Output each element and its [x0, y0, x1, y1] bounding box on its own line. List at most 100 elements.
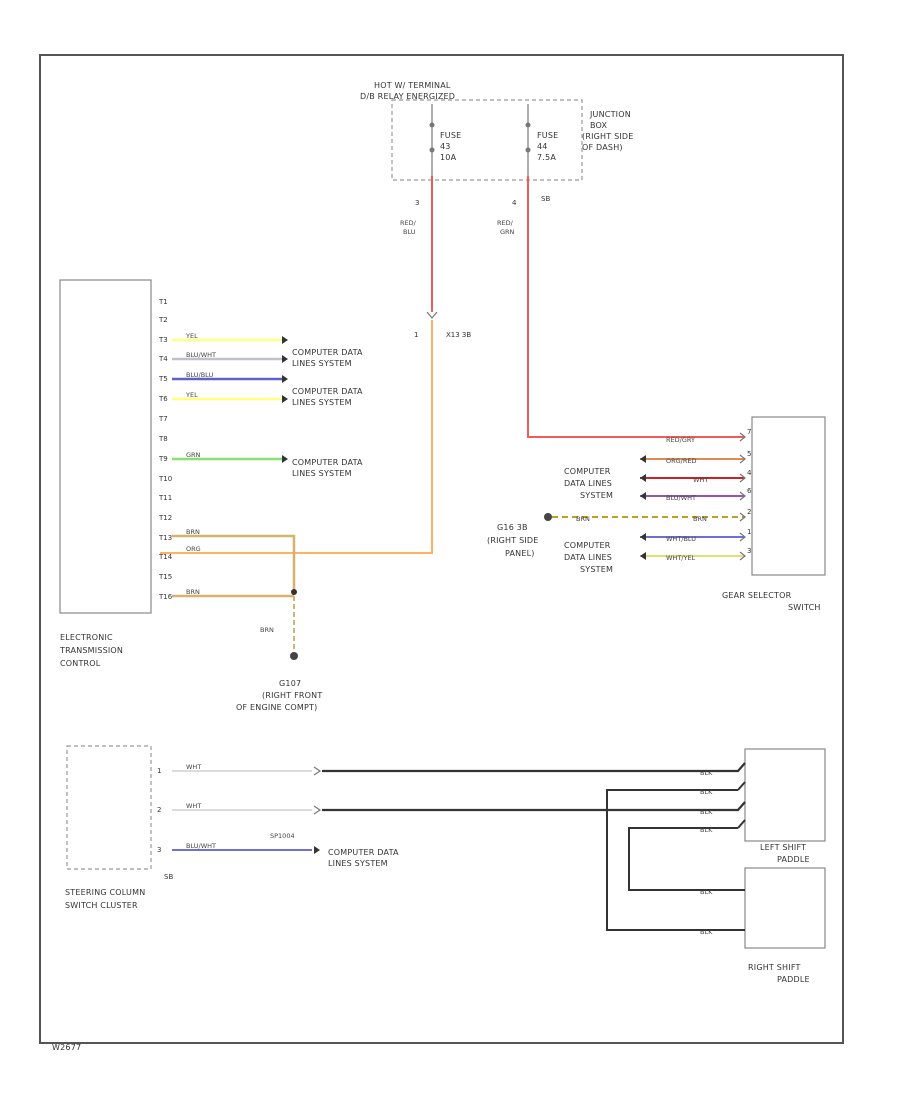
sc-connector-icon-2	[313, 805, 322, 815]
ground-g16-loc-2: PANEL)	[505, 549, 535, 558]
etc-wires: YEL BLU/WHT BLU/BLU YEL GRN BRN ORG BRN …	[172, 332, 363, 712]
paddle-wire-b	[322, 801, 746, 812]
gs-arrow-4	[640, 533, 646, 541]
sc-wire-3-label: BLU/WHT	[186, 842, 216, 850]
right-paddle-box	[744, 867, 826, 949]
etc-wire-t5-arrow	[282, 375, 288, 383]
x13-pin: 1	[414, 331, 418, 339]
sc-pin-3: 3	[157, 846, 161, 854]
left-paddle-name-2: PADDLE	[777, 855, 810, 864]
gs-arrow-5	[640, 552, 646, 560]
etc-pin-t15: T15	[158, 573, 172, 581]
steering-name-2: SWITCH CLUSTER	[65, 901, 138, 910]
gs-pin-6-icon	[739, 491, 746, 501]
fuse-43-node-top	[429, 122, 435, 128]
sc-system-label-2: LINES SYSTEM	[328, 859, 388, 868]
ground-splice-node	[291, 589, 297, 595]
gs-system-label-1a: COMPUTER	[564, 467, 611, 476]
steering-name-1: STEERING COLUMN	[65, 888, 145, 897]
diagram-frame	[39, 54, 844, 1044]
etc-wire-t3-label: YEL	[185, 332, 198, 340]
etc-pin-t6: T6	[158, 395, 168, 403]
gs-system-label-2a: COMPUTER	[564, 541, 611, 550]
fuse-43-label: FUSE	[440, 131, 461, 140]
etc-pin-t11: T11	[158, 494, 172, 502]
paddle-wire-label-5: BLK	[700, 888, 713, 896]
fuse-43-number: 43	[440, 142, 451, 151]
gear-selector-box	[751, 416, 826, 576]
gear-selector-name-1: GEAR SELECTOR	[722, 591, 792, 600]
paddle-wire-label-1: BLK	[700, 769, 713, 777]
paddle-wire-label-3: BLK	[700, 808, 713, 816]
sc-connector: SB	[164, 873, 173, 881]
junction-pin-3: 3	[415, 199, 419, 207]
ground-g16-name: G16 3B	[497, 523, 528, 532]
gs-wire-label-6: WHT/BLU	[666, 535, 696, 543]
left-paddle-name-1: LEFT SHIFT	[760, 843, 806, 852]
paddle-wire-d-tip	[737, 819, 746, 829]
right-paddle-name-2: PADDLE	[777, 975, 810, 984]
gs-pin-3-icon	[739, 551, 746, 561]
etc-wire-t13-label: BRN	[186, 528, 200, 536]
red-grn-wire	[527, 176, 745, 438]
fuse-44-node-top	[525, 122, 531, 128]
sc-pin-2: 2	[157, 806, 161, 814]
system-label-2b: LINES SYSTEM	[292, 398, 352, 407]
etc-pin-t14: T14	[158, 553, 173, 561]
junction-pin-4: 4	[512, 199, 517, 207]
etc-wire-t9-arrow	[282, 455, 288, 463]
etc-wire-t6-label: YEL	[185, 391, 198, 399]
gs-pin-5: 5	[747, 450, 751, 458]
ground-wire-label: BRN	[260, 626, 274, 634]
gs-pin-2: 2	[747, 508, 751, 516]
gs-pin-2-icon	[739, 512, 746, 522]
gs-system-label-2b: DATA LINES	[564, 553, 612, 562]
etc-pin-t16: T16	[158, 593, 173, 601]
etc-module: T1 T2 T3 T4 T5 T6 T7 T8 T9 T10 T11 T12 T…	[59, 279, 173, 668]
gs-wire-label-1: RED/GRY	[666, 436, 695, 444]
system-label-2a: COMPUTER DATA	[292, 387, 363, 396]
gs-system-label-1c: SYSTEM	[580, 491, 613, 500]
gs-wire-label-3: WHT	[693, 476, 708, 484]
etc-box	[59, 279, 152, 614]
system-label-3a: COMPUTER DATA	[292, 458, 363, 467]
ground-g107-loc-1: (RIGHT FRONT	[262, 691, 322, 700]
gs-pin-4-icon	[739, 473, 746, 483]
left-paddle-box	[744, 748, 826, 842]
etc-wire-t4-arrow	[282, 355, 288, 363]
junction-box: HOT W/ TERMINAL D/B RELAY ENERGIZED FUSE…	[360, 81, 634, 207]
ground-g107-icon	[290, 652, 298, 660]
etc-wire-t5-label: BLU/BLU	[186, 371, 213, 379]
gs-system-label-2c: SYSTEM	[580, 565, 613, 574]
etc-pin-t13: T13	[158, 534, 172, 542]
gear-selector-name-2: SWITCH	[788, 603, 821, 612]
ground-g16-icon	[544, 513, 552, 521]
etc-pin-t10: T10	[158, 475, 172, 483]
org-wire-t14	[160, 320, 433, 554]
gs-system-label-1b: DATA LINES	[564, 479, 612, 488]
paddle-wire-label-2: BLK	[700, 788, 713, 796]
etc-pin-t5: T5	[158, 375, 168, 383]
gs-pin-1: 1	[747, 528, 751, 536]
fuse-43-node-bottom	[429, 147, 435, 153]
etc-name-1: ELECTRONIC	[60, 633, 113, 642]
steering-cluster: 1 2 3 SB STEERING COLUMN SWITCH CLUSTER …	[65, 745, 399, 910]
gs-arrow-3	[640, 492, 646, 500]
red-blu-label-1: RED/	[400, 219, 417, 227]
junction-name-4: OF DASH)	[582, 143, 623, 152]
gs-pin-1-icon	[739, 532, 746, 542]
etc-pin-t9: T9	[158, 455, 168, 463]
paddle-wire-label-6: BLK	[700, 928, 713, 936]
etc-wire-t6-arrow	[282, 395, 288, 403]
red-grn-label-1: RED/	[497, 219, 514, 227]
ground-g16-loc-1: (RIGHT SIDE	[487, 536, 539, 545]
sc-wire-3-arrow	[314, 846, 320, 854]
junction-name-3: (RIGHT SIDE	[582, 132, 634, 141]
hot-label-1: HOT W/ TERMINAL	[374, 81, 451, 90]
junction-name-2: BOX	[590, 121, 608, 130]
etc-pin-t3: T3	[158, 336, 168, 344]
fuse-44-number: 44	[537, 142, 548, 151]
etc-wire-t16-label: BRN	[186, 588, 200, 596]
ground-g107-loc-2: OF ENGINE COMPT)	[236, 703, 317, 712]
